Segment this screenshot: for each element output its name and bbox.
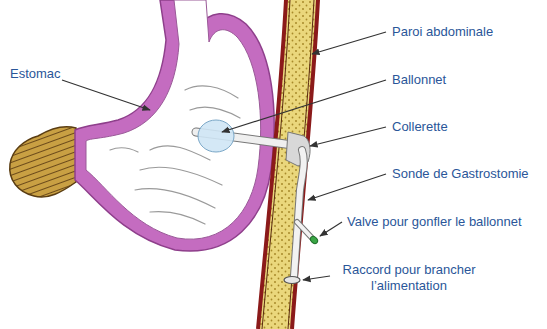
feeding-connector: [284, 277, 300, 284]
wall-border-inner: [258, 0, 286, 329]
leader-arrow: [222, 80, 386, 132]
part-label: Sonde de Gastrostomie: [392, 166, 529, 182]
leader-arrow: [310, 127, 386, 146]
valve-branch: [297, 222, 312, 238]
leader-arrow: [312, 32, 386, 54]
tube-outline-down: [294, 150, 304, 276]
external-tube: [294, 150, 304, 276]
part-label: Paroi abdominale: [392, 24, 493, 40]
part-label: Collerette: [392, 119, 448, 135]
valve-tip: [309, 235, 319, 245]
leader-lines: [62, 32, 386, 280]
part-label: Valve pour gonfler le ballonnet: [347, 214, 522, 230]
leader-arrow: [62, 80, 150, 110]
stomach-lumen: [86, 0, 261, 239]
leader-arrow: [320, 222, 342, 236]
leader-arrow: [308, 174, 386, 200]
stomach-folds: [110, 86, 240, 224]
leader-arrow: [303, 276, 330, 280]
balloon: [198, 120, 234, 152]
part-label: Ballonnet: [392, 72, 446, 88]
valve-branch-outline: [297, 222, 312, 238]
duodenum: [10, 127, 76, 197]
part-label: Estomac: [10, 66, 61, 82]
part-label: Raccord pour brancher l’alimentation: [334, 262, 484, 294]
